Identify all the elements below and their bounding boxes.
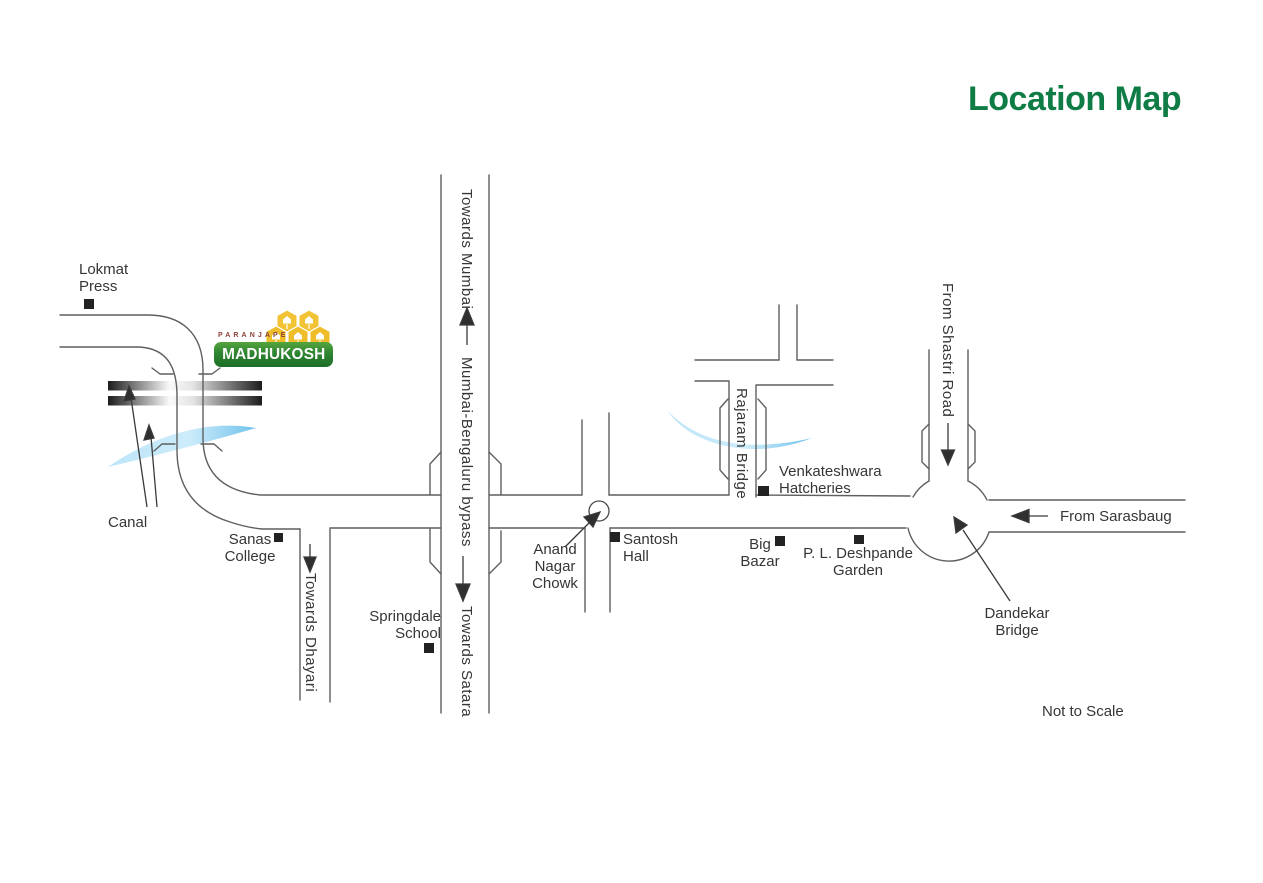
label-rajaram-bridge: Rajaram Bridge (733, 388, 750, 500)
bridge-marks-west (151, 367, 223, 452)
logo-project-bar: MADHUKOSH (214, 342, 333, 367)
landmark-markers (84, 299, 864, 653)
direction-arrows (123, 306, 1048, 603)
arrow-canal-2 (143, 423, 158, 508)
marker-deshpande-garden (854, 535, 864, 544)
label-towards-dhayari: Towards Dhayari (302, 573, 319, 693)
label-big-bazar: Big Bazar (740, 536, 780, 570)
road-bypass (429, 174, 502, 714)
label-santosh-hall: Santosh Hall (623, 531, 679, 565)
railway-line (108, 381, 262, 406)
canal-shape-west (108, 425, 256, 467)
marker-sanas-college (274, 533, 283, 542)
marker-springdale-school (424, 643, 434, 653)
label-canal: Canal (108, 514, 148, 531)
label-anand-nagar-chowk: Anand Nagar Chowk (532, 541, 578, 592)
road-chowk-north (581, 412, 610, 496)
road-shastri (921, 349, 976, 482)
road-sarasbaug (988, 499, 1186, 533)
logo-company-name: PARANJAPE (218, 332, 289, 339)
label-sanas-college: Sanas College (224, 531, 276, 565)
road-dhayari (299, 528, 331, 703)
marker-santosh-hall (610, 532, 620, 542)
arrow-from-shastri (940, 423, 956, 467)
arrow-from-sarasbaug (1010, 508, 1048, 524)
arrow-canal-1 (123, 384, 148, 508)
label-from-sarasbaug: From Sarasbaug (1060, 508, 1172, 525)
logo-project-name: MADHUKOSH (221, 345, 326, 363)
label-from-shastri-road: From Shastri Road (939, 283, 956, 418)
not-to-scale-note: Not to Scale (1042, 703, 1124, 720)
arrow-towards-mumbai (459, 306, 475, 345)
marker-venkateshwara (758, 486, 769, 496)
marker-big-bazar (775, 536, 785, 546)
page-title: Location Map (968, 80, 1182, 118)
label-towards-mumbai: Towards Mumbai (458, 189, 475, 310)
arrow-dandekar (953, 515, 1011, 602)
arrow-towards-dhayari (303, 544, 317, 574)
label-bypass: Mumbai-Bengaluru bypass (458, 357, 475, 547)
label-towards-satara: Towards Satara (458, 606, 475, 718)
label-deshpande-garden: P. L. Deshpande Garden (803, 545, 913, 579)
madhukosh-logo: PARANJAPE MADHUKOSH (214, 309, 336, 368)
marker-lokmat-press (84, 299, 94, 309)
arrow-anand-chowk (564, 510, 602, 548)
arrow-towards-satara (455, 556, 471, 603)
roundabout (907, 480, 990, 562)
label-lokmat-press: Lokmat Press (79, 261, 129, 295)
label-springdale-school: Springdale School (369, 608, 441, 642)
road-main-horizontal (329, 494, 911, 529)
label-dandekar-bridge: Dandekar Bridge (984, 605, 1050, 639)
road-rajaram (694, 304, 834, 498)
label-venkateshwara-hatcheries: Venkateshwara Hatcheries (779, 463, 882, 497)
road-west-curve (59, 314, 442, 530)
